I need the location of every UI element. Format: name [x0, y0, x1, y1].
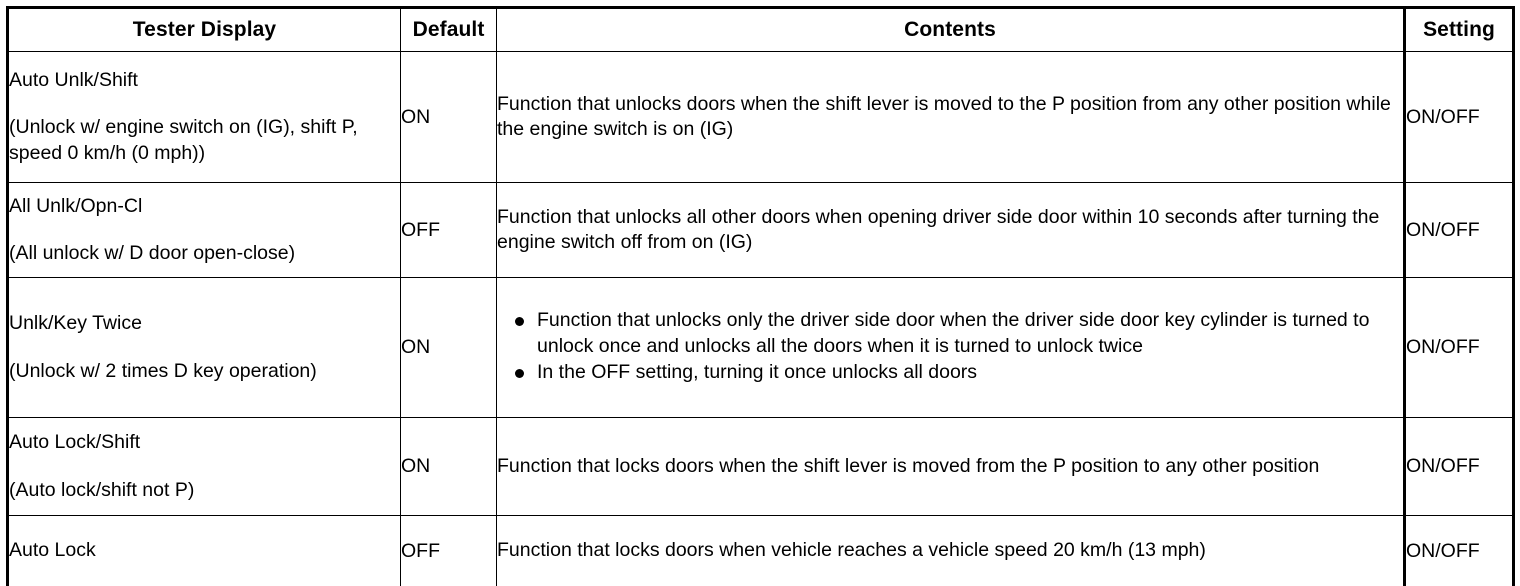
contents-paragraph: Function that locks doors when the shift… — [497, 454, 1320, 477]
cell-default-value: ON — [400, 277, 497, 418]
cell-contents: Function that locks doors when vehicle r… — [496, 515, 1405, 586]
spec-table-container: Tester Display Default Contents Setting … — [6, 6, 1515, 586]
cell-contents: Function that locks doors when the shift… — [496, 417, 1405, 516]
cell-contents: Function that unlocks doors when the shi… — [496, 51, 1405, 183]
contents-bullet-list: Function that unlocks only the driver si… — [497, 308, 1403, 385]
contents-paragraph: Function that locks doors when vehicle r… — [497, 539, 1206, 562]
cell-setting-value: ON/OFF — [1403, 51, 1514, 183]
table-header: Tester Display Default Contents Setting — [7, 7, 1514, 52]
cell-default-value: ON — [400, 417, 497, 516]
tester-display-name: Auto Unlk/Shift — [9, 68, 138, 91]
column-header-tester-display: Tester Display — [7, 7, 401, 52]
cell-contents: Function that unlocks all other doors wh… — [496, 182, 1405, 278]
column-header-contents: Contents — [496, 7, 1405, 52]
list-item: Function that unlocks only the driver si… — [497, 308, 1403, 359]
cell-default-value: ON — [400, 51, 497, 183]
cell-tester-display: Auto Lock — [7, 515, 401, 586]
list-item-text: In the OFF setting, turning it once unlo… — [537, 361, 978, 384]
tester-display-settings-table: Tester Display Default Contents Setting … — [6, 6, 1515, 586]
cell-contents: Function that unlocks only the driver si… — [496, 277, 1405, 418]
table-row: Auto Lock/Shift (Auto lock/shift not P) … — [7, 417, 1514, 516]
list-item: In the OFF setting, turning it once unlo… — [497, 360, 1403, 385]
table-row: Auto Unlk/Shift (Unlock w/ engine switch… — [7, 51, 1514, 183]
bullet-dot-icon — [515, 369, 524, 379]
cell-tester-display: All Unlk/Opn-Cl (All unlock w/ D door op… — [7, 182, 401, 278]
column-header-setting: Setting — [1403, 7, 1514, 52]
table-row: Auto Lock OFF Function that locks doors … — [7, 515, 1514, 586]
cell-setting-value: ON/OFF — [1403, 515, 1514, 586]
cell-tester-display: Unlk/Key Twice (Unlock w/ 2 times D key … — [7, 277, 401, 418]
tester-display-name: All Unlk/Opn-Cl — [9, 194, 143, 217]
cell-setting-value: ON/OFF — [1403, 182, 1514, 278]
list-item-text: Function that unlocks only the driver si… — [537, 309, 1370, 357]
cell-tester-display: Auto Lock/Shift (Auto lock/shift not P) — [7, 417, 401, 516]
cell-tester-display: Auto Unlk/Shift (Unlock w/ engine switch… — [7, 51, 401, 183]
contents-paragraph: Function that unlocks all other doors wh… — [497, 205, 1380, 253]
cell-setting-value: ON/OFF — [1403, 417, 1514, 516]
tester-display-alias: (All unlock w/ D door open-close) — [9, 242, 296, 264]
tester-display-alias: (Unlock w/ engine switch on (IG), shift … — [9, 116, 358, 164]
table-row: All Unlk/Opn-Cl (All unlock w/ D door op… — [7, 182, 1514, 278]
tester-display-name: Auto Lock/Shift — [9, 431, 141, 454]
contents-paragraph: Function that unlocks doors when the shi… — [497, 92, 1391, 140]
table-row: Unlk/Key Twice (Unlock w/ 2 times D key … — [7, 277, 1514, 418]
tester-display-name: Unlk/Key Twice — [9, 312, 142, 335]
cell-setting-value: ON/OFF — [1403, 277, 1514, 418]
tester-display-name: Auto Lock — [9, 539, 96, 562]
bullet-dot-icon — [515, 317, 524, 327]
column-header-default: Default — [400, 7, 497, 52]
table-header-row: Tester Display Default Contents Setting — [7, 7, 1514, 52]
table-body: Auto Unlk/Shift (Unlock w/ engine switch… — [7, 51, 1514, 586]
cell-default-value: OFF — [400, 515, 497, 586]
tester-display-alias: (Unlock w/ 2 times D key operation) — [9, 359, 317, 382]
cell-default-value: OFF — [400, 182, 497, 278]
tester-display-alias: (Auto lock/shift not P) — [9, 478, 195, 501]
